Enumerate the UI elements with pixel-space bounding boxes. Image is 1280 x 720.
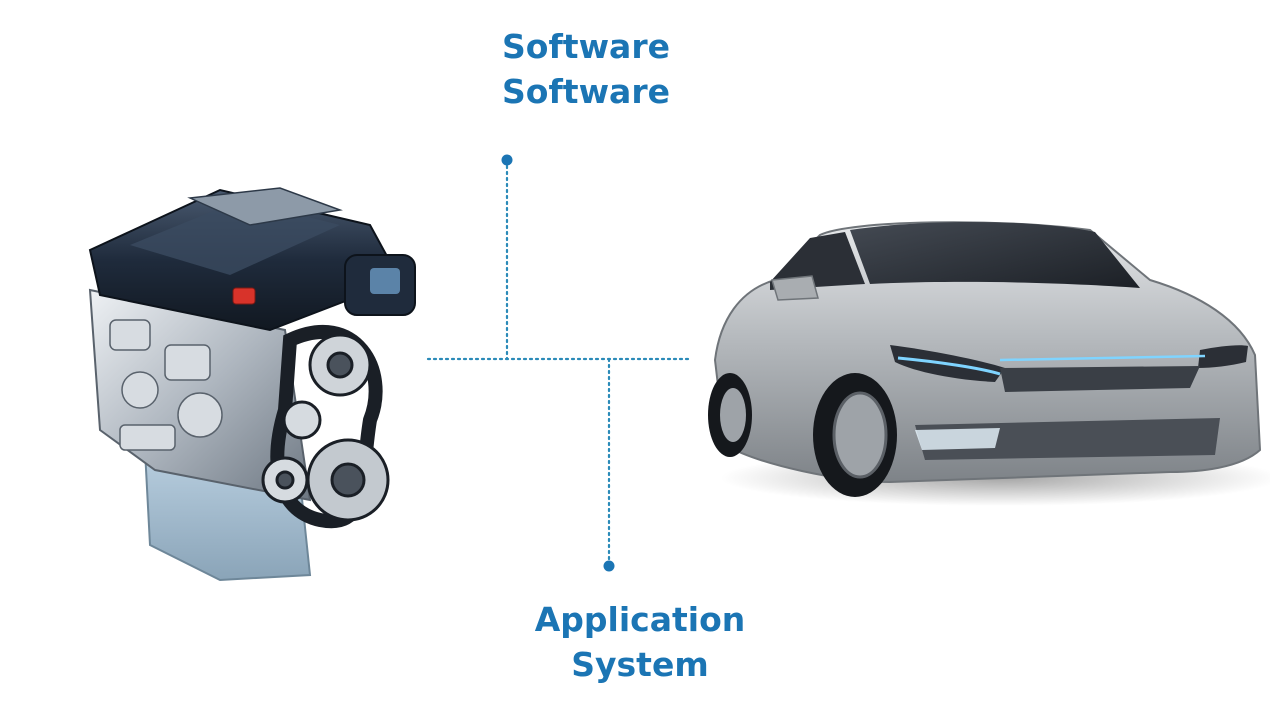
lower-connector-dot [603, 560, 615, 572]
bottom-label: Application System [520, 597, 760, 687]
bottom-label-line1: Application [534, 600, 746, 639]
top-label-line1: Software [502, 27, 670, 66]
engine-icon [88, 187, 416, 582]
top-label-line2: Software [502, 72, 670, 111]
top-label: Software Software [486, 24, 686, 114]
bottom-label-line2: System [571, 645, 709, 684]
car-icon [708, 221, 1270, 506]
upper-connector-dot [501, 154, 513, 166]
